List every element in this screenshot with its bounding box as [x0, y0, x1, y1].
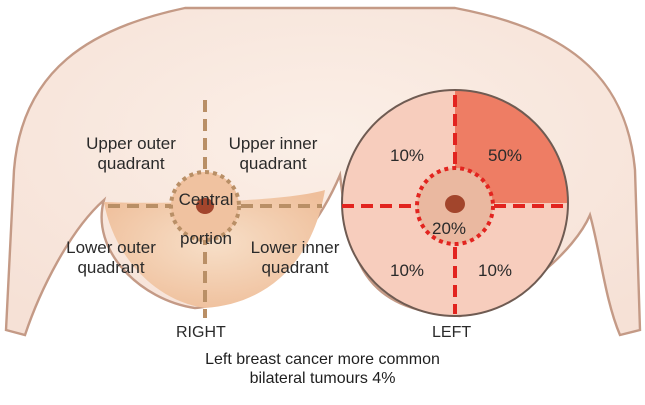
label-upper-outer-quadrant: Upper outer quadrant	[72, 134, 190, 174]
label-lower-inner-quadrant: Lower inner quadrant	[236, 238, 354, 278]
label-lower-inner-line1: Lower inner	[236, 238, 354, 258]
label-lower-outer-line1: Lower outer	[52, 238, 170, 258]
left-nipple	[445, 195, 465, 213]
caption: Left breast cancer more common bilateral…	[0, 350, 645, 388]
label-lower-outer-quadrant: Lower outer quadrant	[52, 238, 170, 278]
caption-line1: Left breast cancer more common	[0, 350, 645, 369]
pct-lower-inner: 10%	[478, 261, 512, 281]
label-lower-inner-line2: quadrant	[236, 258, 354, 278]
label-central-line2: portion	[166, 219, 246, 258]
label-right-side: RIGHT	[176, 324, 226, 342]
pct-upper-outer: 10%	[390, 146, 424, 166]
pct-lower-outer: 10%	[390, 261, 424, 281]
pct-upper-inner: 50%	[488, 146, 522, 166]
label-lower-outer-line2: quadrant	[52, 258, 170, 278]
caption-line2: bilateral tumours 4%	[0, 369, 645, 388]
label-left-side: LEFT	[432, 324, 471, 342]
label-upper-inner-line1: Upper inner	[214, 134, 332, 154]
label-upper-outer-line1: Upper outer	[72, 134, 190, 154]
pct-central: 20%	[432, 219, 466, 239]
label-upper-inner-quadrant: Upper inner quadrant	[214, 134, 332, 174]
label-central-line1: Central	[166, 180, 246, 219]
label-upper-inner-line2: quadrant	[214, 154, 332, 174]
label-upper-outer-line2: quadrant	[72, 154, 190, 174]
label-central-portion: Central portion	[166, 180, 246, 258]
